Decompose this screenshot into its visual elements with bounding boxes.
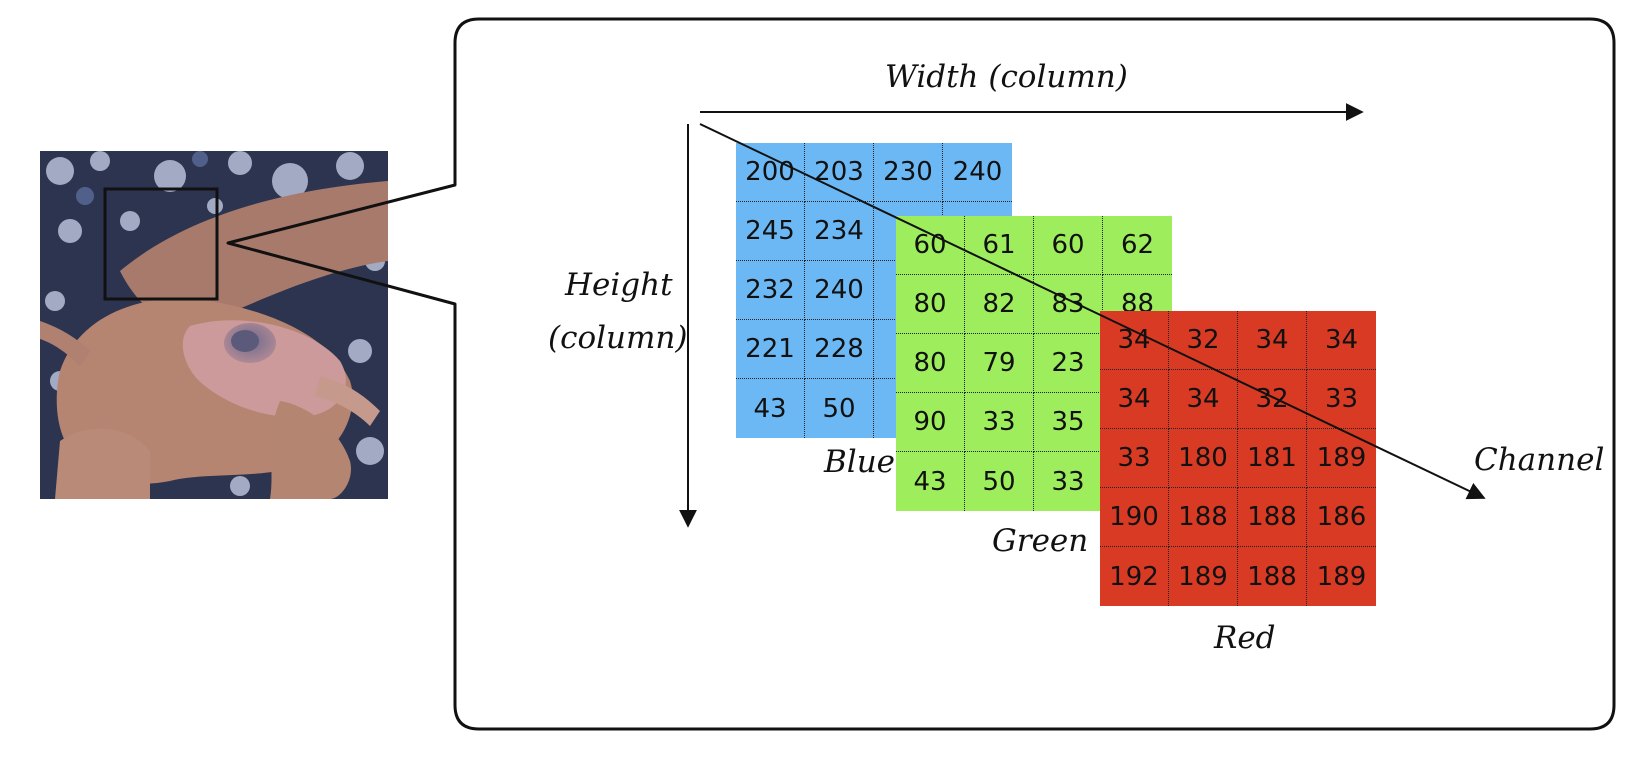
red-cell-r4-c0: 192 — [1100, 547, 1169, 606]
height-axis-label: Height — [565, 267, 673, 303]
green-cell-r4-c0: 43 — [896, 452, 965, 511]
blue-cell-r0-c3: 240 — [943, 143, 1012, 202]
green-cell-r3-c0: 90 — [896, 393, 965, 452]
green-cell-r0-c2: 60 — [1034, 216, 1103, 275]
red-cell-r3-c0: 190 — [1100, 488, 1169, 547]
salamander-photo-icon — [40, 151, 388, 499]
green-cell-r2-c2: 23 — [1034, 334, 1103, 393]
red-cell-r1-c2: 32 — [1238, 370, 1307, 429]
red-cell-r4-c2: 188 — [1238, 547, 1307, 606]
red-cell-r3-c2: 188 — [1238, 488, 1307, 547]
red-cell-r1-c3: 33 — [1307, 370, 1376, 429]
red-cell-r1-c1: 34 — [1169, 370, 1238, 429]
blue-cell-r1-c1: 234 — [805, 202, 874, 261]
green-channel-label: Green — [992, 523, 1089, 559]
blue-cell-r0-c2: 230 — [874, 143, 943, 202]
red-cell-r0-c1: 32 — [1169, 311, 1238, 370]
green-cell-r3-c1: 33 — [965, 393, 1034, 452]
channel-axis-label: Channel — [1474, 442, 1605, 478]
red-cell-r2-c0: 33 — [1100, 429, 1169, 488]
blue-cell-r3-c1: 228 — [805, 320, 874, 379]
green-cell-r2-c0: 80 — [896, 334, 965, 393]
width-axis-label: Width (column) — [885, 59, 1128, 95]
blue-cell-r2-c1: 240 — [805, 261, 874, 320]
red-cell-r4-c1: 189 — [1169, 547, 1238, 606]
red-cell-r3-c3: 186 — [1307, 488, 1376, 547]
green-cell-r1-c2: 83 — [1034, 275, 1103, 334]
red-cell-r1-c0: 34 — [1100, 370, 1169, 429]
red-cell-r0-c3: 34 — [1307, 311, 1376, 370]
green-cell-r0-c0: 60 — [896, 216, 965, 275]
blue-cell-r4-c1: 50 — [805, 379, 874, 438]
blue-cell-r3-c0: 221 — [736, 320, 805, 379]
red-cell-r4-c3: 189 — [1316, 561, 1367, 592]
red-cell-r0-c2: 34 — [1238, 311, 1307, 370]
blue-cell-r0-c1: 203 — [805, 143, 874, 202]
red-cell-r3-c1: 188 — [1169, 488, 1238, 547]
blue-cell-r1-c0: 245 — [736, 202, 805, 261]
red-channel-label: Red — [1214, 620, 1276, 656]
green-cell-r2-c1: 79 — [965, 334, 1034, 393]
green-cell-r1-c1: 82 — [965, 275, 1034, 334]
blue-cell-r4-c0: 43 — [736, 379, 805, 438]
red-cell-r2-c1: 180 — [1169, 429, 1238, 488]
red-cell-r0-c0: 34 — [1100, 311, 1169, 370]
blue-cell-r2-c0: 232 — [736, 261, 805, 320]
green-cell-r0-c1: 61 — [965, 216, 1034, 275]
red-cell-r2-c3: 189 — [1307, 429, 1376, 488]
blue-cell-r0-c0: 200 — [736, 143, 805, 202]
blue-channel-label: Blue — [824, 444, 896, 480]
green-cell-r3-c2: 35 — [1034, 393, 1103, 452]
green-cell-r0-c3: 62 — [1103, 216, 1172, 275]
green-cell-r4-c1: 50 — [965, 452, 1034, 511]
red-cell-r2-c2: 181 — [1238, 429, 1307, 488]
height-axis-label-sub: (column) — [548, 320, 688, 356]
green-cell-r1-c0: 80 — [896, 275, 965, 334]
green-cell-r4-c2: 33 — [1034, 452, 1103, 511]
